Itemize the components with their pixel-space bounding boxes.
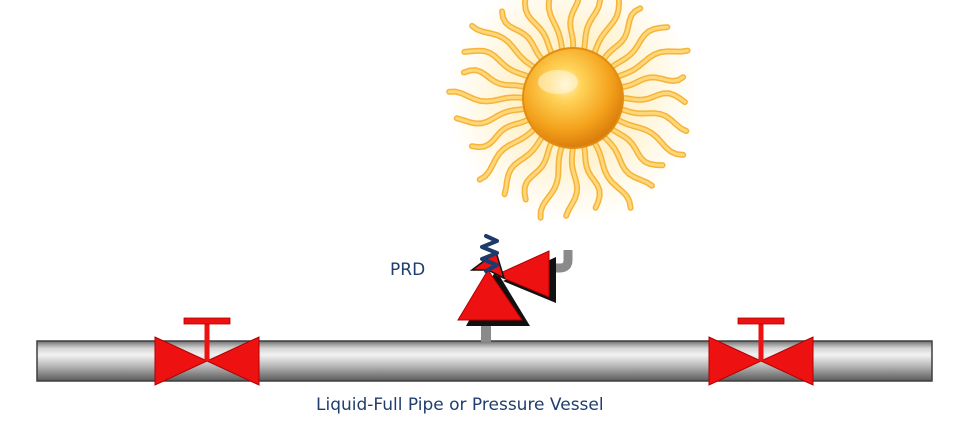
sun-ray	[462, 49, 532, 79]
sun-ray	[609, 126, 665, 167]
sun-ray	[582, 143, 602, 210]
sun-ray	[614, 117, 685, 157]
sun-ray	[523, 139, 554, 201]
pressure-relief-valve-icon	[457, 250, 573, 342]
sun-ray	[547, 0, 564, 53]
sun-ray	[619, 91, 687, 104]
sun-ray	[470, 117, 532, 149]
sun-ray	[462, 68, 528, 89]
sun-ray	[539, 143, 564, 220]
sun-ray	[523, 0, 554, 57]
sun-ray	[470, 24, 537, 70]
pipe-label: Liquid-Full Pipe or Pressure Vessel	[316, 395, 604, 415]
sun-ray	[601, 134, 654, 188]
sun-ray	[601, 6, 642, 62]
spring-icon	[480, 234, 499, 273]
gate-valve-right-icon	[708, 317, 814, 386]
sun-ray	[609, 25, 669, 70]
sun-ray	[592, 0, 621, 57]
sun-ray	[592, 139, 633, 210]
sun-ray	[618, 107, 688, 133]
sun-ray	[455, 107, 528, 126]
gate-valve-left-icon	[154, 317, 260, 386]
sun-ray	[564, 144, 579, 218]
sun-ray	[614, 49, 690, 79]
sun-ray	[478, 126, 537, 182]
sun-ray	[447, 90, 527, 103]
prd-label: PRD	[390, 260, 426, 280]
sun-icon	[446, 0, 698, 223]
sun-ray	[568, 0, 580, 52]
sun-ray	[503, 134, 545, 196]
sun-ray	[582, 0, 602, 53]
sun-ray	[618, 75, 685, 89]
sun-ray	[500, 9, 545, 62]
